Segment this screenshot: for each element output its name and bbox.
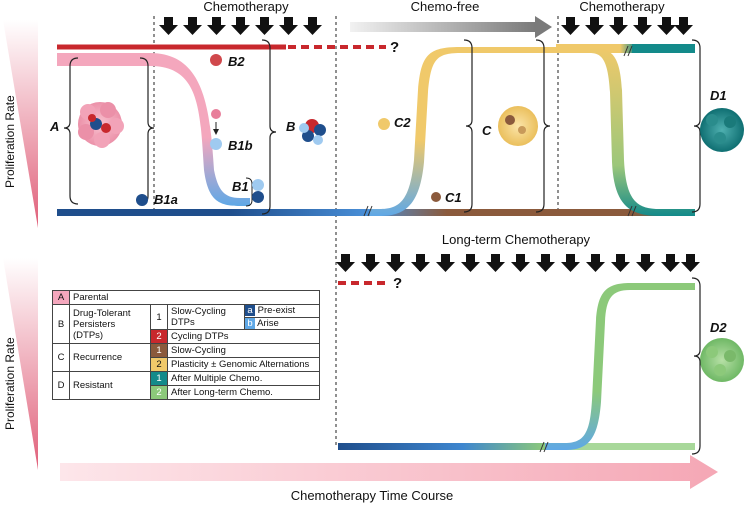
chemo-free-arrow-head [535, 16, 552, 38]
legend-code-B2: 2 [150, 329, 168, 344]
y-axis-label-top: Proliferation Rate [3, 95, 17, 188]
label-D2: D2 [710, 320, 727, 335]
b1-cell-pair [252, 179, 264, 203]
bracket-A-left [63, 57, 79, 205]
legend-row-C1: C Recurrence 1 Slow-Cycling [52, 343, 320, 372]
resistant-tumor-d1 [700, 108, 744, 152]
legend-code-B1: 1 [150, 304, 168, 330]
legend-code-C2: 2 [150, 357, 168, 372]
label-B2: B2 [228, 54, 245, 69]
legend-code-B: B [52, 304, 70, 344]
legend-row-B1: B Drug-Tolerant Persisters (DTPs) 1 Slow… [52, 304, 320, 344]
legend-code-D1: 1 [150, 371, 168, 386]
slow-dtp-baseline [57, 209, 370, 216]
legend-label-A: Parental [69, 290, 320, 305]
legend-code-B1b: b [245, 317, 255, 329]
legend-code-B1a: a [245, 305, 255, 317]
legend-row-C2: 2 Plasticity ± Genomic Alternations [53, 357, 320, 372]
resistant-multi-top [632, 44, 695, 53]
legend-table: A Parental B Drug-Tolerant Persisters (D… [52, 290, 320, 400]
cycling-dtp-cell [210, 54, 222, 66]
phase-chemotherapy-1: Chemotherapy [203, 0, 289, 14]
long-term-green-rise [545, 283, 695, 450]
label-B: B [286, 119, 295, 134]
x-axis-arrow [60, 455, 718, 489]
bracket-B1-right [261, 39, 277, 215]
question-mark-top: ? [390, 39, 399, 56]
legend-row-D2: 2 After Long-term Chemo. [53, 385, 320, 400]
question-mark-bottom: ? [393, 275, 402, 292]
bracket-A-right [139, 57, 155, 205]
drug-arrows-long-term [336, 254, 700, 272]
recurrence-slow-baseline [366, 209, 636, 216]
legend-label-D: Resistant [69, 371, 151, 400]
phase-long-term-chemotherapy: Long-term Chemotherapy [442, 232, 591, 247]
bracket-D1-left [691, 39, 701, 213]
chemo-free-arrow-body [350, 22, 535, 32]
long-term-baseline [338, 443, 545, 450]
legend-label-B1a: Pre-exist [257, 305, 296, 317]
drug-arrows-phase-1 [159, 17, 322, 35]
plastic-decline-curve [590, 47, 695, 216]
legend-code-C: C [52, 343, 70, 372]
legend-code-C1: 1 [150, 343, 168, 358]
drug-arrows-phase-2 [561, 17, 693, 35]
phase-chemo-free: Chemo-free [411, 0, 480, 14]
legend-row-D1: D Resistant 1 After Multiple Chemo. [52, 371, 320, 400]
bracket-B1-small [245, 177, 253, 207]
plastic-recurrence-cell [378, 118, 390, 130]
label-B1b: B1b [228, 138, 253, 153]
label-C2: C2 [394, 115, 411, 130]
bracket-C-right-2 [535, 39, 551, 213]
label-C1: C1 [445, 190, 462, 205]
label-A: A [49, 119, 59, 134]
legend-label-D2: After Long-term Chemo. [167, 385, 320, 400]
parental-curve [57, 53, 250, 206]
label-C: C [482, 123, 492, 138]
legend-cell-B1a: a Pre-exist [244, 304, 320, 318]
phase-chemotherapy-2: Chemotherapy [579, 0, 665, 14]
legend-code-A: A [52, 290, 70, 305]
arise-dtp-precursor-cell [211, 109, 221, 119]
legend-cell-B1b: b Arise [244, 316, 320, 330]
slow-recurrence-cell [431, 192, 441, 202]
dtp-tumor-cluster [299, 119, 326, 145]
y-axis-gradient-bottom [3, 258, 38, 470]
parental-tumor-cluster [78, 102, 124, 148]
legend-label-D1: After Multiple Chemo. [167, 371, 320, 386]
legend-label-C2: Plasticity ± Genomic Alternations [167, 357, 320, 372]
legend-label-B2: Cycling DTPs [167, 329, 320, 344]
legend-label-B: Drug-Tolerant Persisters (DTPs) [69, 304, 151, 344]
legend-code-D: D [52, 371, 70, 400]
break-marks-bottom [539, 441, 549, 453]
legend-label-C: Recurrence [69, 343, 151, 372]
break-marks [363, 45, 637, 217]
resistant-tumor-d2 [700, 338, 744, 382]
legend-code-D2: 2 [150, 385, 168, 400]
legend-row-A: A Parental [52, 290, 320, 305]
preexist-dtp-cell [136, 194, 148, 206]
bracket-D2-left [691, 277, 701, 455]
legend-label-C1: Slow-Cycling [167, 343, 320, 358]
arise-dtp-cell [210, 138, 222, 150]
label-D1: D1 [710, 88, 727, 103]
recurrence-plastic-rise [370, 47, 560, 216]
x-axis-label: Chemotherapy Time Course [291, 488, 454, 503]
y-axis-label-bottom: Proliferation Rate [3, 337, 17, 430]
bracket-C-right [463, 39, 473, 213]
legend-label-B1b: Arise [257, 317, 279, 329]
label-B1a: B1a [154, 192, 178, 207]
label-B1: B1 [232, 179, 249, 194]
legend-label-B1: Slow-Cycling DTPs [167, 304, 245, 330]
recurrence-tumor-cluster [498, 106, 538, 146]
y-axis-gradient-top [3, 20, 38, 228]
